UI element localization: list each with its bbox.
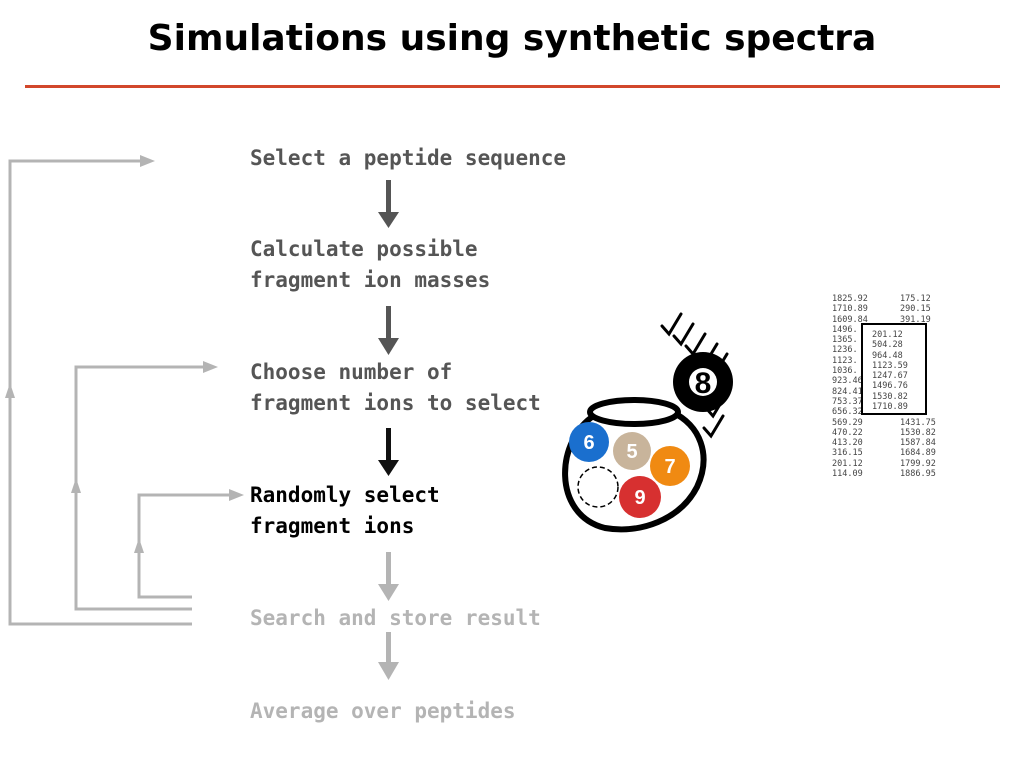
mass-value: 1825.92 <box>832 294 868 304</box>
selected-mass-value: 1123.59 <box>872 360 908 371</box>
step-random-line2: fragment ions <box>250 514 415 538</box>
mass-value: 1530.82 <box>900 427 936 438</box>
mass-value: 114.09 <box>832 469 863 480</box>
ball-8-label: 8 <box>695 367 712 400</box>
ball-empty <box>577 466 619 508</box>
step-calculate-line2: fragment ion masses <box>250 268 491 292</box>
step-search-store: Search and store result <box>250 603 541 634</box>
mass-value: 1431.75 <box>900 417 936 428</box>
ball-5-label: 5 <box>626 441 637 463</box>
page-title: Simulations using synthetic spectra <box>147 18 877 59</box>
loop-inner <box>137 493 231 599</box>
step-random-line1: Randomly select <box>250 483 440 507</box>
mass-value: 1799.92 <box>900 458 936 469</box>
mass-value: 1496. <box>832 324 858 335</box>
arrow-step-1 <box>378 180 399 228</box>
selected-mass-value: 504.28 <box>872 340 903 351</box>
title-divider <box>25 85 1000 88</box>
mass-value: 569.29 <box>832 417 863 428</box>
mass-value: 1365. <box>832 335 858 346</box>
ball-6: 6 <box>569 422 609 462</box>
mass-value: 1609.84 <box>832 314 868 325</box>
step-randomly-select: Randomly select fragment ions <box>250 480 440 542</box>
mass-value: 1710.89 <box>832 304 868 315</box>
ball-7: 7 <box>650 446 690 486</box>
ball-7-label: 7 <box>664 456 675 478</box>
step-select-peptide: Select a peptide sequence <box>250 143 566 174</box>
mass-value: 316.15 <box>832 448 863 459</box>
selected-mass-value: 1530.82 <box>872 391 908 402</box>
selected-mass-value: 1247.67 <box>872 371 908 382</box>
step-average-text: Average over peptides <box>250 699 516 723</box>
step-calculate: Calculate possible fragment ion masses <box>250 234 490 296</box>
step-choose-number: Choose number of fragment ions to select <box>250 357 541 419</box>
ball-6-label: 6 <box>583 432 594 454</box>
mass-value: 1886.95 <box>900 469 936 480</box>
loop-middle-mid-head <box>71 478 81 493</box>
arrow-step-2 <box>378 306 399 355</box>
ball-5: 5 <box>613 432 651 470</box>
step-select-peptide-text: Select a peptide sequence <box>250 146 567 170</box>
mass-value: 413.20 <box>832 438 863 449</box>
step-choose-line1: Choose number of <box>250 360 453 384</box>
mass-value: 391.19 <box>900 314 931 325</box>
ball-9: 9 <box>619 476 661 518</box>
step-search-text: Search and store result <box>250 606 541 630</box>
loop-inner-head <box>229 489 244 501</box>
ball-8: 8 <box>673 352 733 412</box>
mass-value: 923.46 <box>832 376 863 387</box>
mass-value: 1236. <box>832 345 858 356</box>
mass-value: 656.32 <box>832 407 863 418</box>
mass-value: 201.12 <box>832 458 863 469</box>
step-average: Average over peptides <box>250 696 516 727</box>
loop-outer <box>8 159 192 626</box>
loop-inner-mid-head <box>134 538 144 553</box>
mass-value: 824.41 <box>832 386 863 397</box>
loop-outer-head <box>140 155 155 167</box>
step-calculate-line1: Calculate possible <box>250 237 478 261</box>
mass-value: 1684.89 <box>900 448 936 459</box>
mass-value: 470.22 <box>832 427 863 438</box>
selected-mass-value: 1710.89 <box>872 402 908 413</box>
selected-mass-value: 201.12 <box>872 330 903 340</box>
selected-mass-value: 1496.76 <box>872 381 908 392</box>
ball-9-label: 9 <box>634 487 645 509</box>
arrow-step-3 <box>378 428 399 476</box>
mass-value: 1036. <box>832 366 858 377</box>
mass-value: 290.15 <box>900 304 931 315</box>
mass-value: 753.37 <box>832 396 863 407</box>
loop-middle-head <box>203 361 218 373</box>
step-choose-line2: fragment ions to select <box>250 391 541 415</box>
mass-value: 1123. <box>832 355 858 366</box>
mass-value: 175.12 <box>900 294 931 304</box>
selected-mass-value: 964.48 <box>872 350 903 361</box>
loop-outer-mid-head <box>5 383 15 398</box>
arrow-step-4 <box>378 552 399 601</box>
mass-value: 1587.84 <box>900 438 936 449</box>
arrow-step-5 <box>378 632 399 680</box>
